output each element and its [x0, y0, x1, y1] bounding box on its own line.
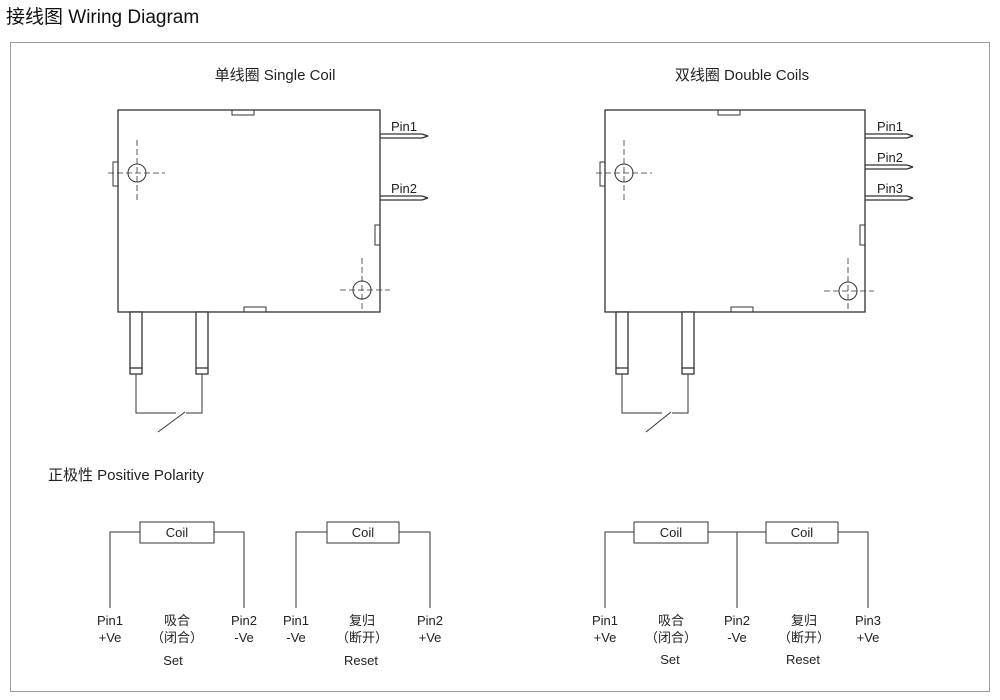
single-coil-title: 单线圈 Single Coil [215, 67, 336, 84]
pin1-label: Pin1 [877, 119, 903, 134]
double-coils-circuit [604, 521, 869, 608]
state-label-cn: 吸合 [164, 613, 190, 628]
pin2-lead [380, 195, 429, 201]
single-reset-circuit [295, 521, 431, 608]
contact-switch [621, 374, 689, 433]
state-label-cn: 复归 [791, 613, 817, 628]
pin2-label: Pin2 [391, 181, 417, 196]
pin-label: Pin1 [592, 613, 618, 628]
pin2-label: Pin2 [877, 150, 903, 165]
coil-label: Coil [352, 525, 375, 540]
relay-leg [129, 311, 143, 375]
pin-label: Pin1 [283, 613, 309, 628]
state-label-en: Reset [786, 652, 820, 667]
state-label-cn2: （断开） [336, 630, 388, 645]
pin-label: Pin2 [231, 613, 257, 628]
polarity-sign: +Ve [857, 630, 880, 645]
page-title: 接线图 Wiring Diagram [6, 7, 200, 28]
state-label-en: Reset [344, 653, 378, 668]
coil-label: Coil [660, 525, 683, 540]
state-label-en: Set [660, 652, 680, 667]
relay-leg [615, 311, 629, 375]
relay-body [117, 109, 381, 313]
polarity-sign: +Ve [99, 630, 122, 645]
pin-label: Pin2 [417, 613, 443, 628]
relay-body [604, 109, 866, 313]
pin-label: Pin1 [97, 613, 123, 628]
state-label-cn2: （闭合） [151, 630, 203, 645]
polarity-sign: +Ve [594, 630, 617, 645]
pin1-lead [380, 133, 429, 139]
relay-leg [195, 311, 209, 375]
diagram-frame [10, 42, 990, 692]
polarity-sign: -Ve [286, 630, 306, 645]
state-label-cn: 复归 [349, 613, 375, 628]
state-label-en: Set [163, 653, 183, 668]
pin-label: Pin3 [855, 613, 881, 628]
contact-switch [135, 374, 203, 433]
coil-label: Coil [791, 525, 814, 540]
polarity-label: 正极性 Positive Polarity [48, 467, 204, 484]
pin3-lead [865, 195, 914, 201]
pin1-lead [865, 133, 914, 139]
state-label-cn2: （断开） [778, 630, 830, 645]
polarity-sign: +Ve [419, 630, 442, 645]
pin1-label: Pin1 [391, 119, 417, 134]
single-set-circuit [109, 521, 245, 608]
state-label-cn: 吸合 [658, 613, 684, 628]
polarity-sign: -Ve [234, 630, 254, 645]
coil-label: Coil [166, 525, 189, 540]
double-coils-relay [596, 109, 914, 433]
polarity-sign: -Ve [727, 630, 747, 645]
double-coils-title: 双线圈 Double Coils [675, 67, 809, 84]
pin2-lead [865, 164, 914, 170]
state-label-cn2: （闭合） [645, 630, 697, 645]
single-coil-relay [108, 109, 429, 433]
pin3-label: Pin3 [877, 181, 903, 196]
pin-label: Pin2 [724, 613, 750, 628]
relay-leg [681, 311, 695, 375]
